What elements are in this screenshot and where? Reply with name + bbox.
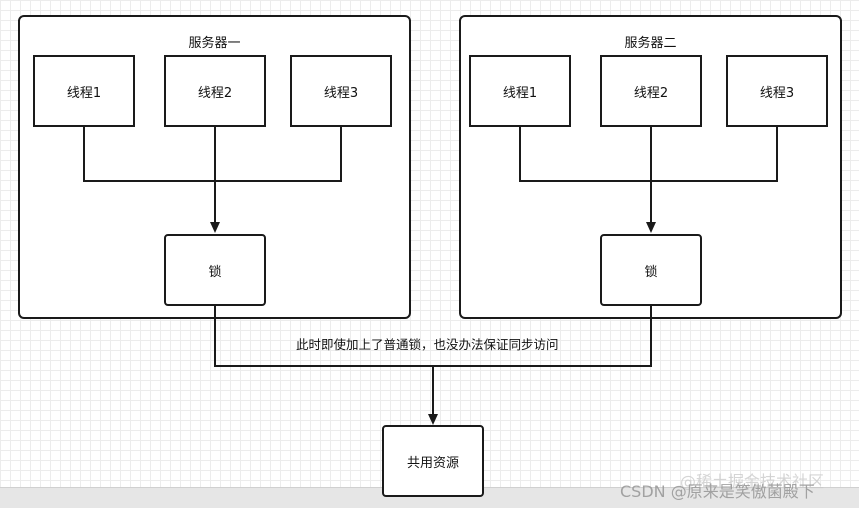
server-two-thread-2: 线程2 (600, 55, 702, 127)
server-one-thread-2: 线程2 (164, 55, 266, 127)
thread-label: 线程1 (502, 85, 538, 101)
server-two-lock: 锁 (600, 234, 702, 306)
thread-label: 线程1 (66, 85, 102, 101)
server-two-thread-connector (519, 126, 778, 182)
server-one-thread-connector (83, 126, 342, 182)
server-one-thread-1: 线程1 (33, 55, 135, 127)
shared-resource-label: 共用资源 (406, 455, 459, 471)
thread-label: 线程3 (323, 85, 359, 101)
server-one-lock: 锁 (164, 234, 266, 306)
server-two-title: 服务器二 (624, 36, 677, 51)
server-one-thread-3: 线程3 (290, 55, 392, 127)
csdn-watermark: CSDN @原来是笑傲菌殿下 (620, 482, 815, 501)
shared-resource-box: 共用资源 (382, 425, 484, 497)
lock-label: 锁 (208, 264, 222, 280)
juejin-watermark: @稀土掘金技术社区 (680, 472, 825, 491)
server-one-title: 服务器一 (188, 36, 241, 51)
thread-label: 线程2 (633, 85, 669, 101)
server-two-thread-3: 线程3 (726, 55, 828, 127)
sync-note-label: 此时即使加上了普通锁，也没办法保证同步访问 (296, 337, 559, 352)
server-two-thread-1: 线程1 (469, 55, 571, 127)
thread-label: 线程3 (759, 85, 795, 101)
lock-label: 锁 (644, 264, 658, 280)
thread-label: 线程2 (197, 85, 233, 101)
